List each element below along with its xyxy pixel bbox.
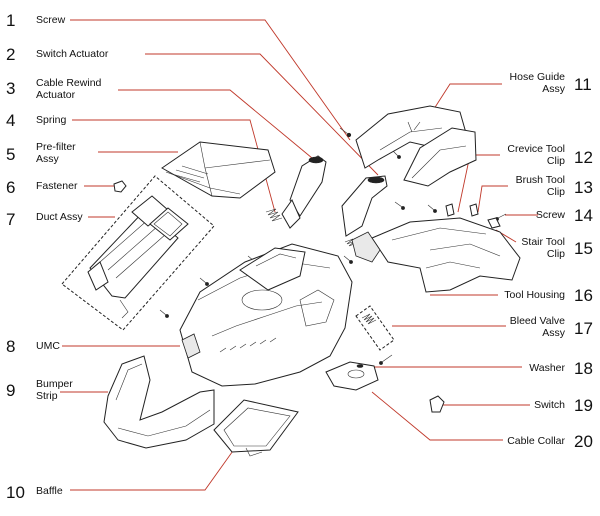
part-label-4: Spring (36, 114, 67, 126)
part-number-5: 5 (6, 145, 16, 164)
part-label-1: Screw (36, 14, 66, 26)
part-label-20: Cable Collar (507, 435, 565, 447)
leader-10 (70, 447, 236, 491)
part-number-19: 19 (574, 396, 593, 415)
part-number-12: 12 (574, 148, 593, 167)
part-number-3: 3 (6, 79, 16, 98)
leader-4 (72, 119, 276, 213)
cable-rewind-actuator-part (281, 155, 327, 229)
leader-3 (118, 89, 313, 159)
part-label-6: Fastener (36, 180, 78, 192)
umc-part (179, 243, 353, 387)
part-label-8: UMC (36, 340, 60, 352)
bumper-strip-part (103, 355, 215, 449)
tool-housing-part (351, 217, 521, 293)
part-label-16: Tool Housing (504, 289, 565, 301)
pre-filter-part (161, 141, 276, 199)
part-label-14: Screw (535, 209, 565, 221)
bleed-valve-part (355, 305, 395, 351)
part-number-18: 18 (574, 359, 593, 378)
part-number-13: 13 (574, 178, 593, 197)
part-number-7: 7 (6, 210, 16, 229)
switch-part (429, 395, 445, 413)
part-number-1: 1 (6, 11, 16, 30)
part-label-19: Switch (534, 399, 565, 411)
part-number-20: 20 (574, 432, 593, 451)
leader-20 (371, 391, 503, 441)
washer-and-collar (325, 361, 379, 391)
part-number-9: 9 (6, 381, 16, 400)
part-number-14: 14 (574, 206, 593, 225)
leader-1 (70, 19, 351, 141)
part-label-10: Baffle (36, 485, 63, 497)
part-number-4: 4 (6, 111, 16, 130)
hose-guide-part (355, 105, 477, 187)
part-label-7: Duct Assy (36, 211, 83, 223)
leader-lines (60, 19, 538, 491)
duct-assy-part (61, 175, 215, 331)
tool-clips (445, 203, 501, 229)
leader-11 (431, 83, 502, 113)
part-number-2: 2 (6, 45, 16, 64)
part-number-6: 6 (6, 178, 16, 197)
switch-actuator-part (341, 175, 388, 237)
baffle-part (213, 399, 299, 457)
leader-2 (145, 53, 379, 176)
part-number-16: 16 (574, 286, 593, 305)
part-number-10: 10 (6, 483, 25, 502)
spring-part (265, 208, 358, 247)
part-number-8: 8 (6, 337, 16, 356)
fastener-part (113, 180, 127, 193)
part-number-17: 17 (574, 319, 593, 338)
leader-13 (477, 185, 508, 213)
part-number-11: 11 (574, 75, 592, 94)
part-label-2: Switch Actuator (36, 48, 109, 60)
part-label-18: Washer (529, 362, 565, 374)
part-number-15: 15 (574, 239, 593, 258)
